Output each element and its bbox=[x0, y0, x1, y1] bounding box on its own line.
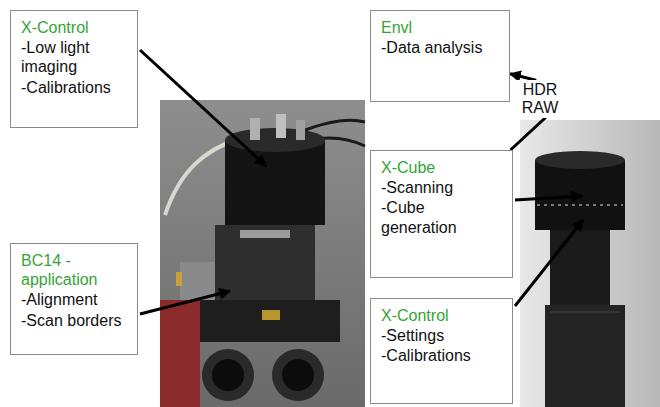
camera-top bbox=[535, 151, 625, 169]
camera-box bbox=[545, 305, 625, 407]
box-item: -Data analysis bbox=[381, 38, 501, 57]
camera-top bbox=[225, 128, 325, 152]
camera-housing bbox=[225, 140, 325, 225]
adjuster-knob bbox=[176, 272, 182, 286]
callout-box: X-Control-Low light imaging -Calibrations bbox=[10, 10, 138, 128]
mount-plate bbox=[240, 230, 290, 238]
photo-background bbox=[520, 120, 660, 407]
box-heading: Envl bbox=[381, 18, 501, 37]
leader-line bbox=[140, 291, 230, 314]
camera-column bbox=[550, 230, 610, 305]
connector bbox=[276, 114, 286, 138]
mount-stage bbox=[215, 225, 315, 300]
box-item: -Scanning bbox=[381, 178, 504, 197]
box-item: -Settings bbox=[381, 326, 504, 345]
callout-box: X-Cube-Scanning-Cube generation bbox=[370, 150, 513, 278]
microscope-body bbox=[200, 300, 340, 342]
eyepiece bbox=[272, 349, 324, 401]
eyepiece-lens bbox=[282, 359, 314, 391]
box-item: -Low light imaging bbox=[21, 38, 129, 76]
callout-box: X-Control-Settings-Calibrations bbox=[370, 298, 513, 404]
leader-line bbox=[140, 50, 266, 166]
box-edge bbox=[550, 312, 620, 313]
leader-line bbox=[515, 196, 582, 200]
box-heading: BC14 - application bbox=[21, 251, 129, 289]
eyepiece bbox=[202, 349, 254, 401]
box-item: -Calibrations bbox=[21, 78, 129, 97]
eyepiece-lens bbox=[212, 359, 244, 391]
black-cable bbox=[300, 120, 365, 132]
callout-box: BC14 - application-Alignment -Scan border… bbox=[10, 243, 138, 355]
photo-background bbox=[160, 100, 365, 407]
box-heading: X-Control bbox=[21, 18, 129, 37]
box-item: -Cube generation bbox=[381, 198, 504, 236]
box-item: -Calibrations bbox=[381, 346, 504, 365]
brass-part bbox=[262, 310, 280, 320]
connector bbox=[296, 120, 305, 140]
connector bbox=[250, 118, 260, 140]
callout-box: Envl-Data analysis bbox=[370, 10, 510, 102]
box-item: -Scan borders bbox=[21, 311, 129, 330]
leader-line bbox=[515, 220, 583, 306]
flow-label: HDR RAW bbox=[516, 80, 564, 119]
microscope-base bbox=[160, 300, 200, 407]
box-item: -Alignment bbox=[21, 290, 129, 309]
camera-ring bbox=[537, 204, 623, 206]
adjuster-block bbox=[180, 262, 215, 300]
box-heading: X-Cube bbox=[381, 158, 504, 177]
box-heading: X-Control bbox=[381, 306, 504, 325]
